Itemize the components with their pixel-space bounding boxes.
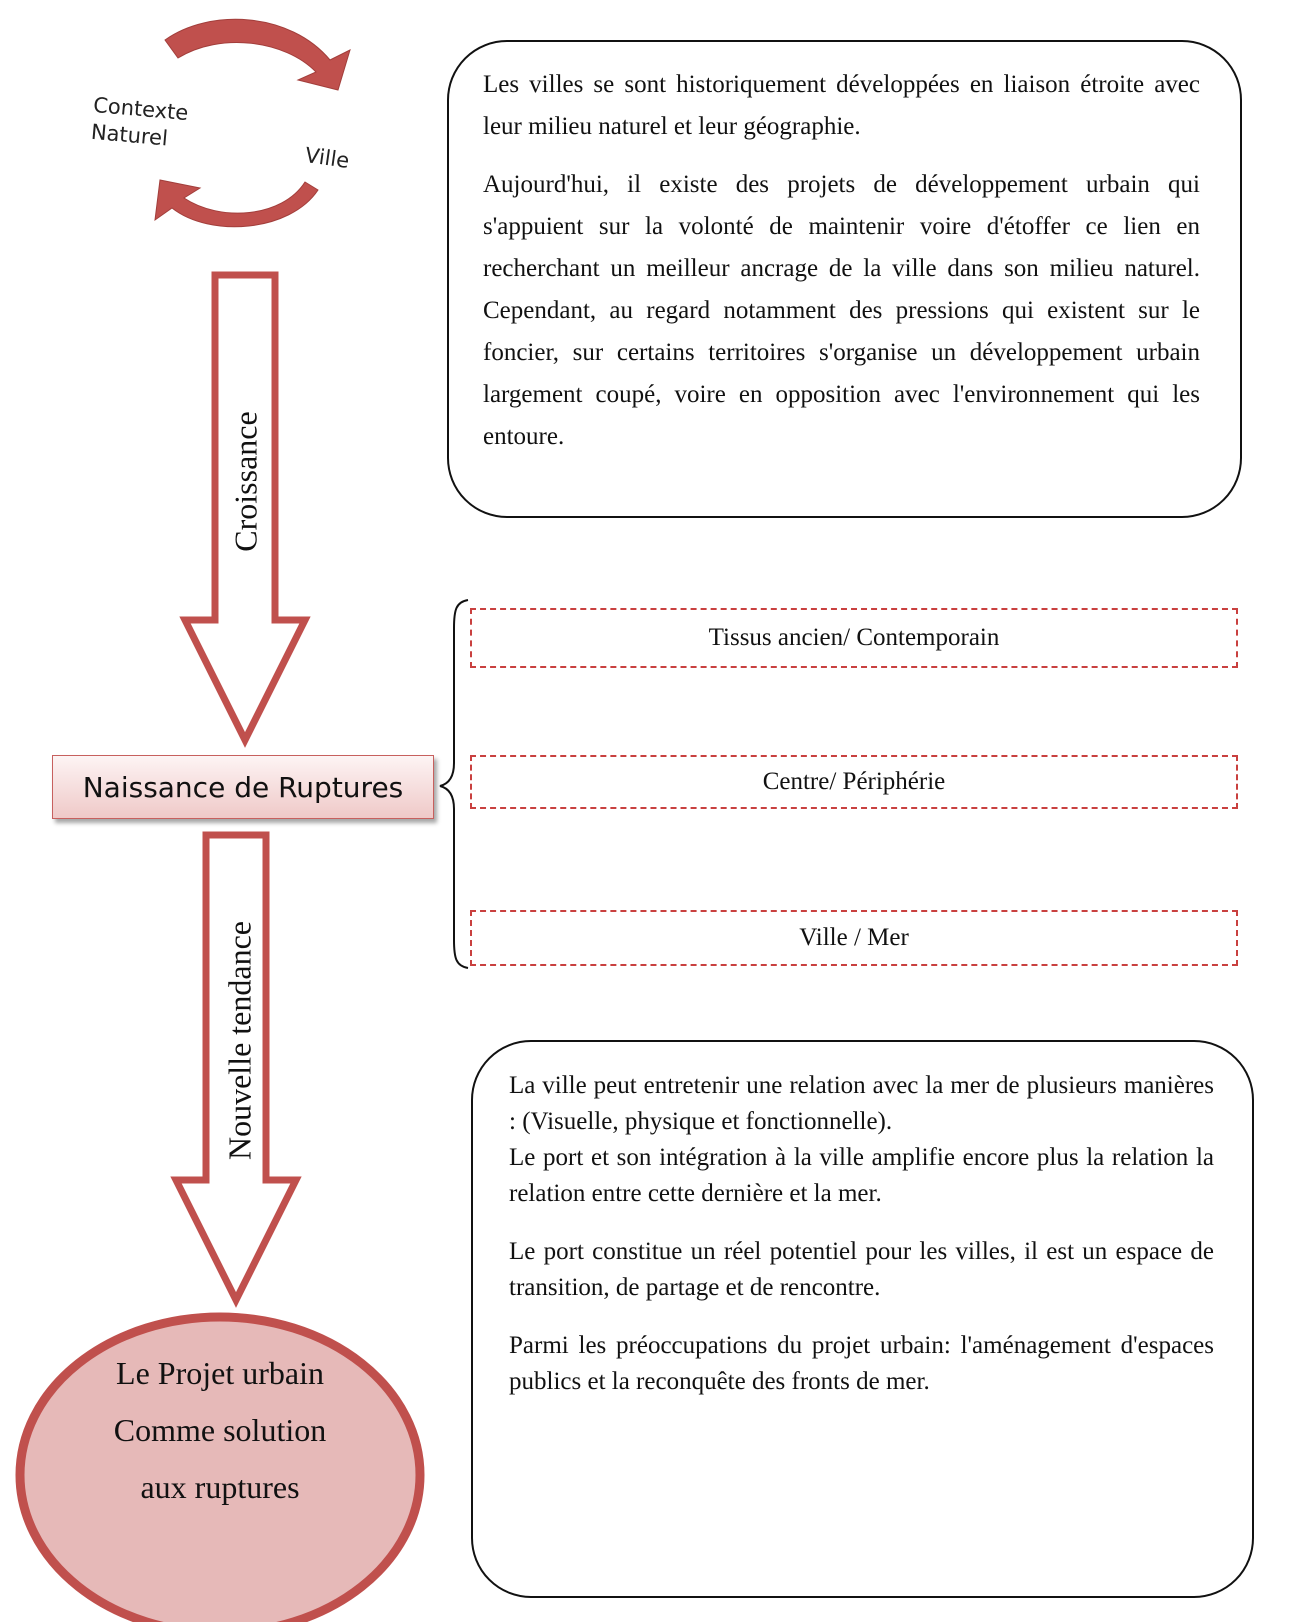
ellipse-line-3: aux ruptures [140,1469,300,1505]
nouvelle-tendance-label: Nouvelle tendance [221,921,258,1160]
cycle-arrow-bottom [154,179,319,228]
port-paragraph-3: Parmi les préoccupations du projet urbai… [509,1332,1214,1395]
cycle-label-contexte: Contexte Naturel [90,92,190,154]
context-text-box: Les villes se sont historiquement dévelo… [447,40,1242,518]
context-paragraph-1: Les villes se sont historiquement dévelo… [483,71,1200,140]
rupture-item-ville-mer: Ville / Mer [470,910,1238,966]
context-paragraph-2: Aujourd'hui, il existe des projets de dé… [483,171,1200,450]
arrow-nouvelle-tendance [170,831,302,1308]
rupture-label: Naissance de Ruptures [82,770,404,804]
rupture-item-centre: Centre/ Périphérie [470,755,1238,809]
ellipse-line-2: Comme solution [113,1412,327,1448]
port-paragraph-2: Le port constitue un réel potentiel pour… [509,1238,1214,1301]
cycle-arrow-top [164,18,351,91]
cycle-diagram [154,18,351,228]
ellipse-text: Le Projet urbain Comme solution aux rupt… [30,1345,410,1516]
port-paragraph-1: La ville peut entretenir une relation av… [509,1068,1214,1140]
arrow-croissance [179,271,311,748]
rupture-item-label: Centre/ Périphérie [762,768,946,795]
ellipse-line-1: Le Projet urbain [116,1355,324,1391]
rupture-box: Naissance de Ruptures [52,755,434,819]
port-text-box: La ville peut entretenir une relation av… [471,1040,1254,1598]
port-paragraph-1b: Le port et son intégration à la ville am… [509,1144,1214,1207]
rupture-item-label: Tissus ancien/ Contemporain [708,624,1000,651]
rupture-item-label: Ville / Mer [799,924,909,951]
curly-brace [439,599,469,969]
port-paragraph-1a: La ville peut entretenir une relation av… [509,1072,1214,1135]
rupture-item-tissus: Tissus ancien/ Contemporain [470,608,1238,668]
croissance-label: Croissance [227,411,264,552]
projet-urbain-ellipse [15,1312,425,1622]
